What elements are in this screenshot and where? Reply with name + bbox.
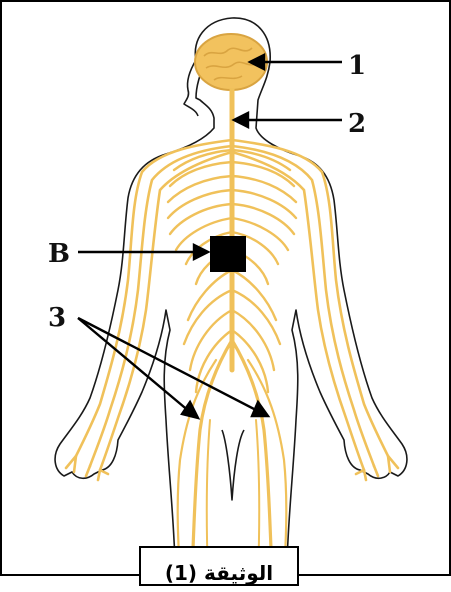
diagram-stage: 1 2 B 3 الوثيقة (1) bbox=[0, 0, 451, 576]
label-b: B bbox=[48, 239, 70, 269]
arrow-3b-head bbox=[252, 402, 268, 416]
arrow-3a bbox=[78, 318, 190, 412]
nervous-system-diagram: 1 2 B 3 bbox=[0, 0, 451, 576]
figure-caption: الوثيقة (1) bbox=[141, 554, 297, 592]
arrow-3a-head bbox=[182, 402, 198, 418]
marker-b-square bbox=[210, 236, 246, 272]
label-2: 2 bbox=[348, 109, 366, 139]
left-arm-nerves bbox=[66, 140, 232, 480]
leg-nerves bbox=[178, 340, 287, 576]
label-1: 1 bbox=[348, 51, 366, 81]
figure-caption-box: الوثيقة (1) bbox=[139, 546, 299, 586]
nerve-network bbox=[66, 90, 398, 576]
brain bbox=[195, 34, 267, 100]
arrow-2-head bbox=[234, 113, 248, 127]
label-3: 3 bbox=[48, 303, 66, 333]
